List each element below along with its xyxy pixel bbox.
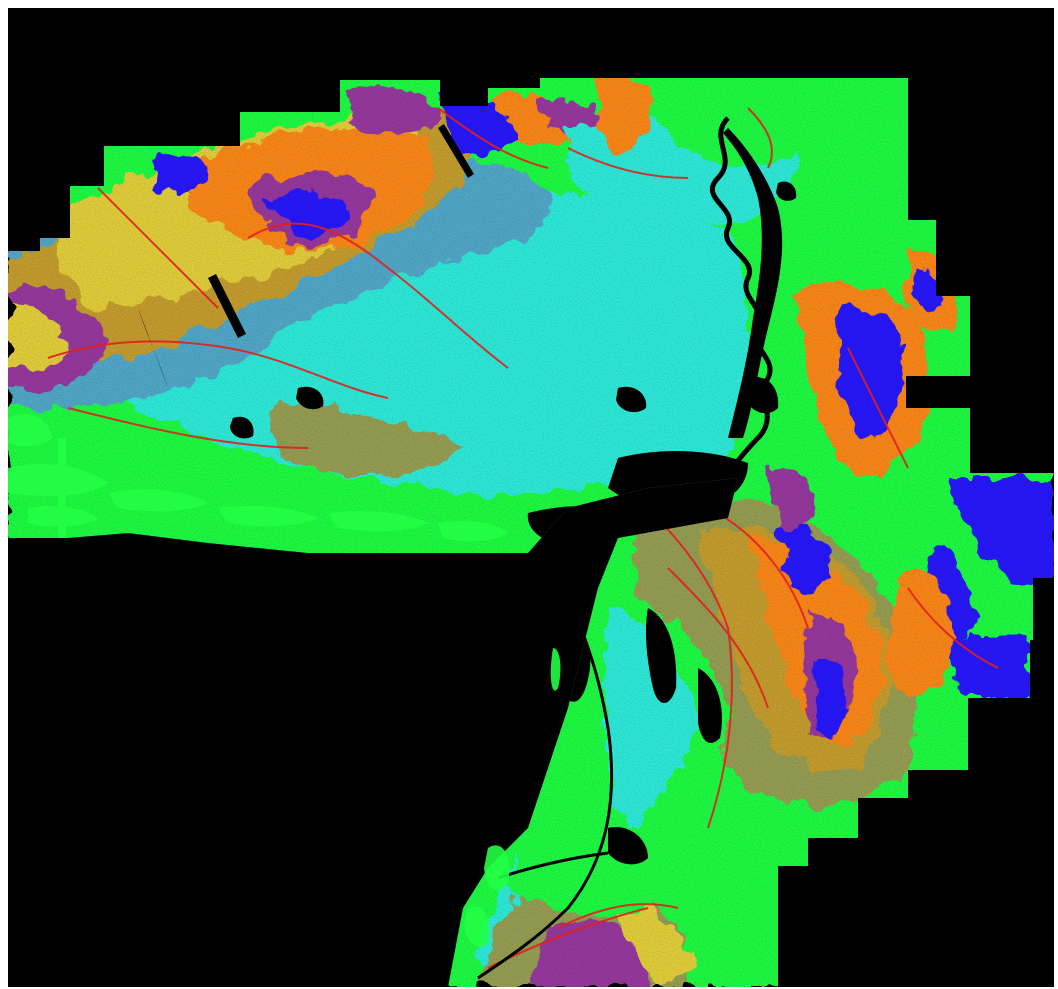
elevation-layer xyxy=(8,78,1054,987)
stream-network xyxy=(47,107,999,969)
river-network xyxy=(709,116,773,480)
marsh-islands xyxy=(8,414,561,947)
elevation-map[interactable] xyxy=(8,8,1054,987)
